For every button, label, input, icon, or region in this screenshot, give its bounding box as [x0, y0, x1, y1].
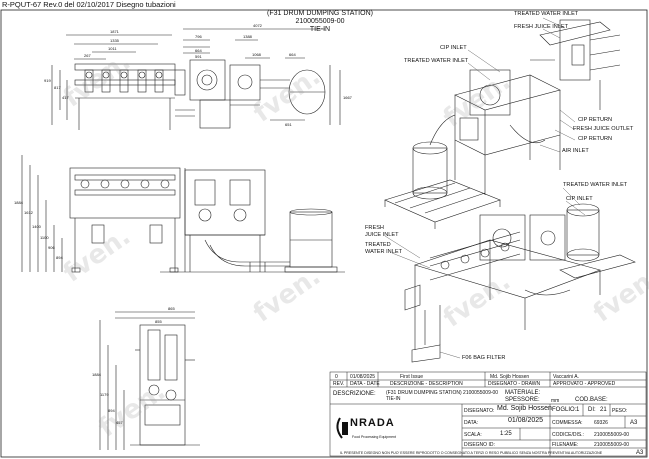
callout-cip-return: CIP RETURN [578, 117, 613, 123]
callout-cip-inlet: CIP INLET [566, 196, 593, 202]
dim-label: 1011 [108, 46, 117, 51]
dim-label: 1335 [110, 38, 119, 43]
dim-label: 417 [62, 95, 69, 100]
rev-description-value: First Issue [400, 374, 424, 380]
drawing-title-line1: (F31 DRUM DUMPING STATION) 2100055009-00 [267, 10, 373, 25]
disegnato-label: DISEGNATO: [464, 408, 495, 414]
scala-label: SCALA: [464, 432, 482, 438]
disegnato-value: Md. Sojib Hossen [497, 405, 552, 412]
dim-label: 1068 [252, 52, 261, 57]
callout-cip-return: CIP RETURN [578, 136, 613, 142]
dim-label: 664 [195, 48, 202, 53]
filename-label: FILENAME: [552, 442, 579, 448]
spessore-label: SPESSORE: [505, 397, 540, 403]
descrizione-value-line1: (F31 DRUM DUMPING STATION) 2100055009-00 [386, 390, 499, 396]
foglio-label: FOGLIO: [552, 407, 577, 413]
foglio-value: 1 [576, 407, 580, 413]
company-name: NRADA [350, 417, 395, 429]
rev-header-date: DATA - DATE [350, 381, 380, 387]
isometric-view-bottom [404, 203, 636, 363]
dim-label: 1667 [343, 95, 352, 100]
sheet-format: A3 [636, 450, 644, 456]
codice-value: 2100055009-00 [594, 432, 630, 438]
descrizione-label: DESCRIZIONE: [333, 391, 376, 397]
callout-treated-water-inlet-line2: WATER INLET [365, 249, 402, 255]
callout-fresh-juice-outlet: FRESH JUICE OUTLET [573, 126, 634, 132]
scala-value: 1:25 [500, 431, 512, 437]
leader-lines [384, 17, 586, 359]
rev-value: 0 [335, 374, 338, 380]
data-value: 01/08/2025 [508, 417, 544, 424]
rev-header-approved: APPROVATO - APPROVED [553, 381, 616, 387]
dim-label: 267 [84, 53, 91, 58]
drawing-title: (F31 DRUM DUMPING STATION) 2100055009-00… [255, 10, 385, 34]
dim-label: 1100 [40, 235, 49, 240]
rev-approved-value: Vaccarini A. [553, 374, 580, 380]
company-logo [336, 417, 348, 439]
di-label: DI: [588, 407, 596, 413]
filename-value: 2100055009-00 [594, 442, 630, 448]
legal-footer: IL PRESENTE DISEGNO NON PUO' ESSERE RIPR… [340, 451, 603, 455]
callout-treated-water-inlet: TREATED WATER INLET [404, 58, 469, 64]
callout-fresh-juice-inlet: FRESH JUICE INLET [514, 24, 569, 30]
dim-label: 919 [44, 78, 51, 83]
dim-label: 591 [195, 54, 202, 59]
callout-treated-water-inlet: TREATED WATER INLET [514, 11, 579, 17]
dim-label: 1400 [32, 224, 41, 229]
rev-header-description: DESCRIZIONE - DESCRIPTION [390, 381, 463, 387]
dim-label: 894 [56, 255, 63, 260]
dim-label: 1884 [14, 200, 23, 205]
callout-treated-water-inlet: TREATED WATER INLET [563, 182, 628, 188]
isometric-view-top [384, 19, 621, 229]
dim-label: 1871 [110, 29, 119, 34]
company-subtitle: Food Processing Equipment [352, 435, 396, 439]
callout-fresh-juice-inlet-line1: FRESH [365, 225, 384, 231]
top-elevation-view [51, 28, 341, 130]
dim-label: 906 [48, 245, 55, 250]
rev-header-drawn: DISEGNATO - DRAWN [488, 381, 541, 387]
callout-fresh-juice-inlet-line2: JUICE INLET [365, 232, 399, 238]
spessore-unit: mm [551, 398, 560, 404]
title-block-grid [329, 371, 647, 457]
disegno-id-label: DISEGNO ID: [464, 442, 495, 448]
dim-label: 4072 [253, 23, 262, 28]
side-elevation-view [21, 155, 345, 273]
callout-air-inlet: AIR INLET [562, 148, 589, 154]
dim-label: 664 [289, 52, 296, 57]
dim-label: 457 [116, 420, 123, 425]
peso-label: PESO: [612, 408, 628, 414]
dim-label: 796 [195, 34, 202, 39]
document-reference: R-PQUT-67 Rev.0 del 02/10/2017 Disegno t… [2, 0, 176, 9]
dim-label: 894 [108, 408, 115, 413]
data-label: DATA: [464, 420, 478, 426]
commessa-value: 69326 [594, 420, 608, 426]
di-value: 21 [600, 407, 607, 413]
rev-header-rev: REV. [333, 381, 345, 387]
dim-label: 855 [155, 319, 162, 324]
dim-label: 865 [168, 306, 175, 311]
materiale-label: MATERIALE: [505, 390, 541, 396]
callout-bag-filter: F06 BAG FILTER [462, 355, 506, 361]
cod-base-label: COD.BASE: [575, 397, 608, 403]
drawing-title-line2: TIE-IN [309, 26, 331, 33]
callout-treated-water-inlet-line1: TREATED [365, 242, 391, 248]
descrizione-value-line2: TIE-IN [386, 396, 401, 402]
dim-label: 1884 [92, 372, 101, 377]
dim-label: 1179 [100, 392, 109, 397]
rev-drawn-value: Md. Sojib Hossen [490, 374, 530, 380]
codice-label: CODICE/DIS.: [552, 432, 584, 438]
callout-cip-inlet: CIP INLET [440, 45, 467, 51]
commessa-label: COMMESSA: [552, 420, 583, 426]
dim-label: 1388 [243, 34, 252, 39]
formato: A3 [630, 420, 638, 426]
dim-label: 651 [285, 122, 292, 127]
dim-label: 1612 [24, 210, 33, 215]
rev-date-value: 01/08/2025 [350, 374, 376, 380]
end-elevation-view [99, 311, 200, 450]
dim-label: 817 [54, 85, 61, 90]
